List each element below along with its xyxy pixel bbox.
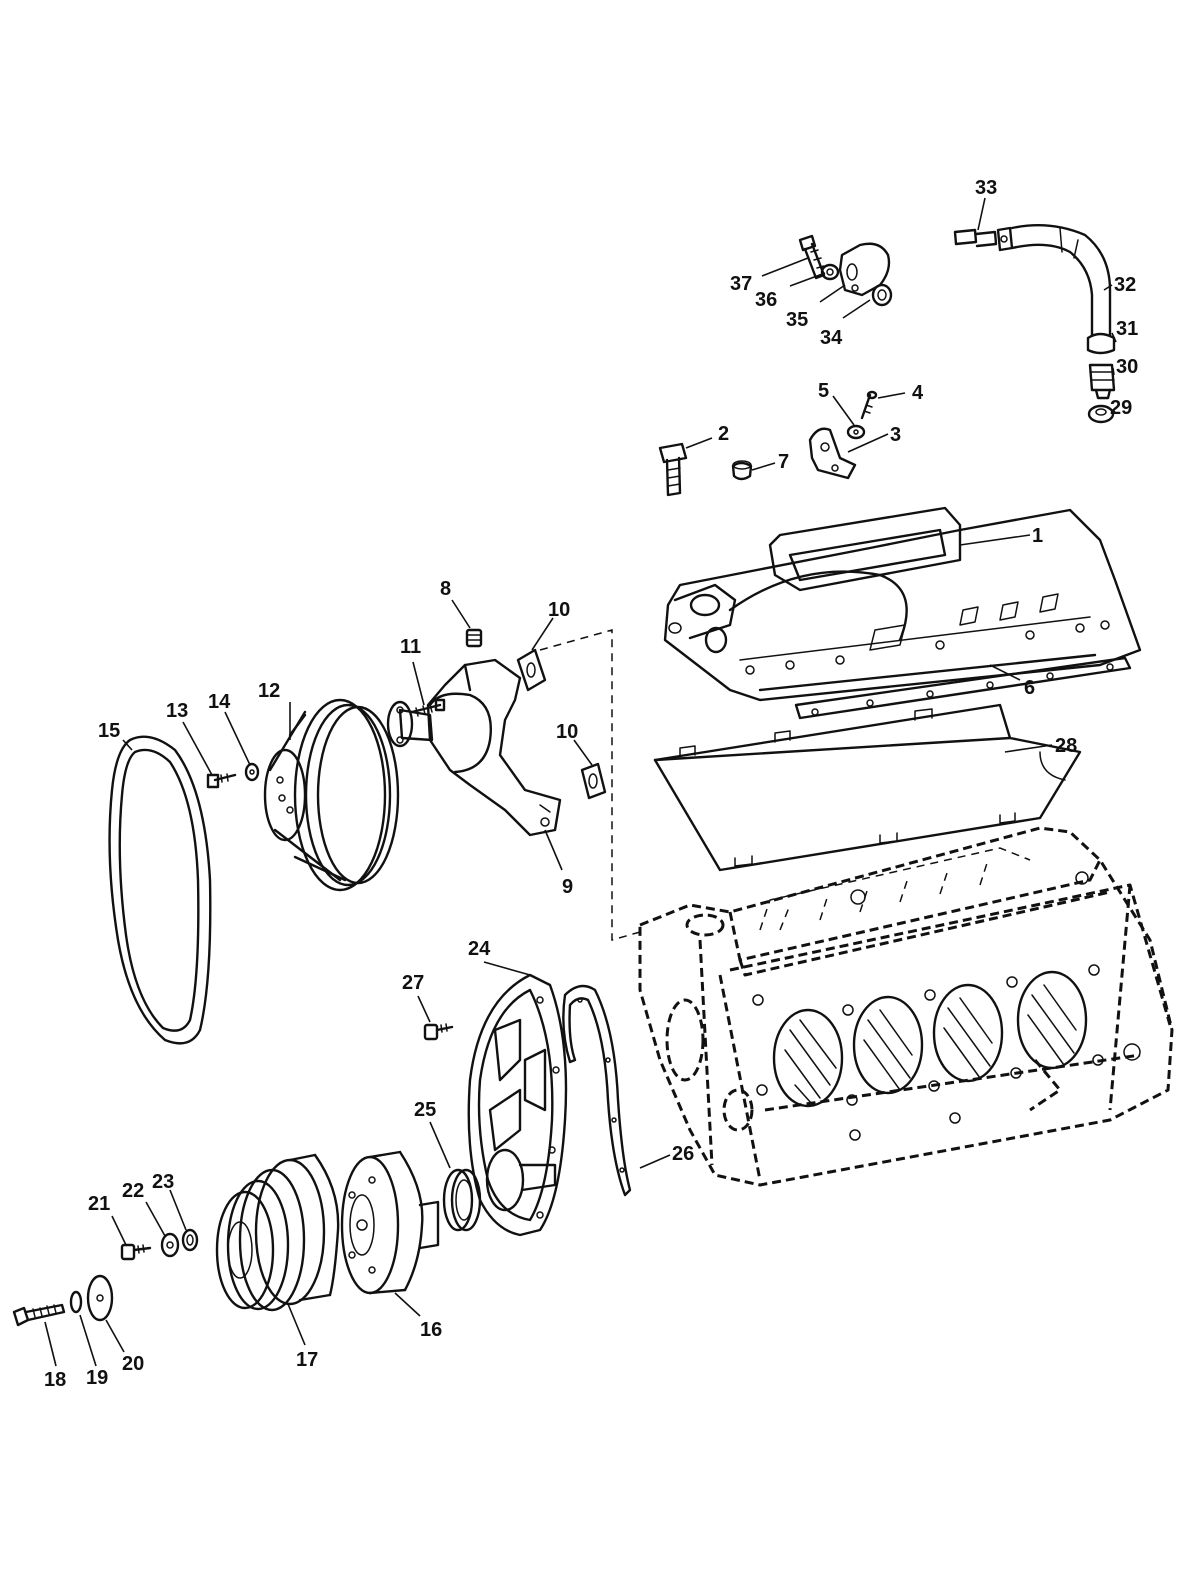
callout-22: 22 — [122, 1180, 144, 1202]
callout-2: 2 — [718, 423, 729, 445]
lock-washer-14 — [244, 762, 260, 782]
engine-block — [638, 826, 1174, 1187]
callout-5: 5 — [818, 380, 829, 402]
callout-19: 19 — [86, 1367, 108, 1389]
callout-21: 21 — [88, 1193, 110, 1215]
bolt-37 — [798, 234, 826, 280]
hose-32 — [1010, 224, 1112, 337]
bolt-2 — [658, 442, 688, 497]
callout-29: 29 — [1110, 397, 1132, 419]
timing-cover-gasket — [562, 984, 632, 1197]
callout-37: 37 — [730, 273, 752, 295]
lifting-bracket-35 — [838, 242, 891, 297]
callout-26: 26 — [672, 1143, 694, 1165]
callout-15: 15 — [98, 720, 120, 742]
callout-10-lower: 10 — [556, 721, 578, 743]
callout-20: 20 — [122, 1353, 144, 1375]
callout-16: 16 — [420, 1319, 442, 1341]
callout-36: 36 — [755, 289, 777, 311]
callout-12: 12 — [258, 680, 280, 702]
front-seal — [442, 1168, 482, 1232]
pulley-bolt — [206, 773, 237, 789]
balancer-bolt — [12, 1303, 66, 1327]
washer-36 — [820, 263, 840, 281]
callout-17: 17 — [296, 1349, 318, 1371]
callout-1: 1 — [1032, 525, 1043, 547]
leader-lines — [44, 197, 1117, 1367]
clamp-31 — [1086, 332, 1116, 355]
valley-shield — [653, 703, 1082, 872]
callout-8: 8 — [440, 578, 451, 600]
callout-25: 25 — [414, 1099, 436, 1121]
water-pump — [386, 658, 562, 837]
callout-18: 18 — [44, 1369, 66, 1391]
callout-13: 13 — [166, 700, 188, 722]
timing-cover — [467, 973, 568, 1237]
pump-gasket-upper — [516, 648, 547, 692]
screw-4 — [860, 390, 878, 420]
intake-manifold — [663, 506, 1142, 702]
bracket-3 — [808, 427, 857, 480]
pump-bolt — [410, 698, 446, 717]
harmonic-balancer — [340, 1150, 440, 1295]
callout-10-upper: 10 — [548, 599, 570, 621]
callout-28: 28 — [1055, 735, 1077, 757]
callout-31: 31 — [1116, 318, 1138, 340]
callout-4: 4 — [912, 382, 924, 404]
callout-14: 14 — [208, 691, 231, 713]
callout-24: 24 — [468, 938, 491, 960]
set-screw — [465, 628, 483, 648]
callout-7: 7 — [778, 451, 789, 473]
callout-3: 3 — [890, 424, 901, 446]
grommet-29 — [1087, 404, 1115, 424]
manifold-gasket — [794, 656, 1132, 720]
spacer-34 — [871, 283, 893, 307]
callout-30: 30 — [1116, 356, 1138, 378]
callout-6: 6 — [1024, 677, 1035, 699]
lock-washer-22 — [160, 1232, 180, 1258]
callout-35: 35 — [786, 309, 808, 331]
plate-washer-20 — [86, 1274, 114, 1322]
nut-5 — [846, 424, 866, 440]
washer-23 — [181, 1228, 199, 1252]
pump-pulley — [263, 698, 400, 892]
callout-labels: 1 2 3 4 5 6 7 8 9 10 10 11 12 13 14 15 1… — [44, 177, 1138, 1391]
crankshaft-pulley — [215, 1153, 340, 1312]
screw-21 — [120, 1243, 152, 1261]
fitting-33 — [953, 226, 1014, 252]
washer-19 — [69, 1290, 83, 1314]
drive-belt — [108, 735, 212, 1045]
callout-34: 34 — [820, 327, 843, 349]
alignment-line — [539, 629, 641, 941]
callout-9: 9 — [562, 876, 573, 898]
callout-33: 33 — [975, 177, 997, 199]
callout-32: 32 — [1114, 274, 1136, 296]
callout-11: 11 — [400, 636, 421, 658]
plug-7 — [731, 460, 753, 481]
pcv-valve-30 — [1088, 363, 1116, 400]
cylinder-bores — [772, 970, 1088, 1108]
pump-gasket-lower — [580, 762, 607, 800]
cover-screw — [423, 1023, 454, 1041]
callout-23: 23 — [152, 1171, 174, 1193]
callout-27: 27 — [402, 972, 424, 994]
